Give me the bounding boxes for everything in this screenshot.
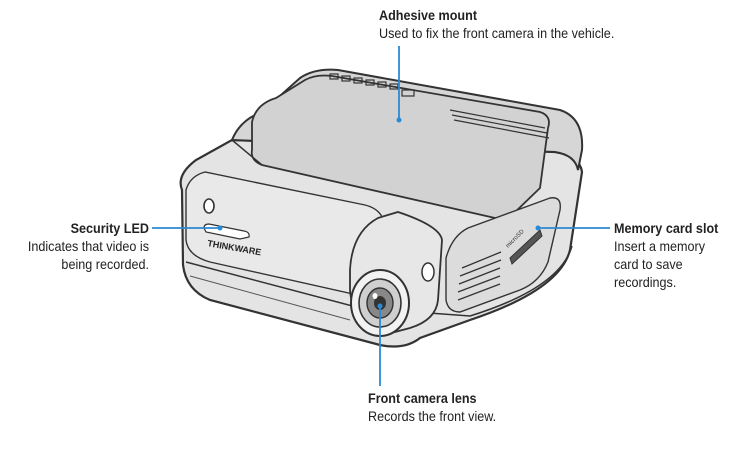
memory-card-slot [509, 229, 543, 265]
callout-description: Indicates that video is [27, 238, 149, 254]
callout-description: Used to fix the front camera in the vehi… [379, 25, 615, 41]
callout-title: Security LED [70, 220, 149, 236]
callout-title: Front camera lens [368, 390, 477, 406]
callout-memory-card-slot: Memory card slot Insert a memory card to… [614, 219, 746, 291]
callout-title: Adhesive mount [379, 7, 478, 23]
callout-description: card to save [614, 256, 683, 272]
camera-side-panel [445, 197, 561, 313]
callout-adhesive-mount: Adhesive mount Used to fix the front cam… [379, 6, 679, 42]
callout-title: Memory card slot [614, 220, 719, 236]
callout-description: Insert a memory [614, 238, 706, 254]
security-led [203, 198, 215, 214]
callout-front-camera-lens: Front camera lens Records the front view… [368, 389, 568, 425]
side-vents [457, 251, 502, 301]
callout-description: being recorded. [61, 256, 150, 272]
camera-body-band [185, 245, 573, 317]
top-vents [329, 73, 550, 139]
callout-description: Records the front view. [368, 408, 497, 424]
callout-description: recordings. [614, 274, 677, 290]
callout-security-led: Security LED Indicates that video is bei… [0, 219, 149, 273]
